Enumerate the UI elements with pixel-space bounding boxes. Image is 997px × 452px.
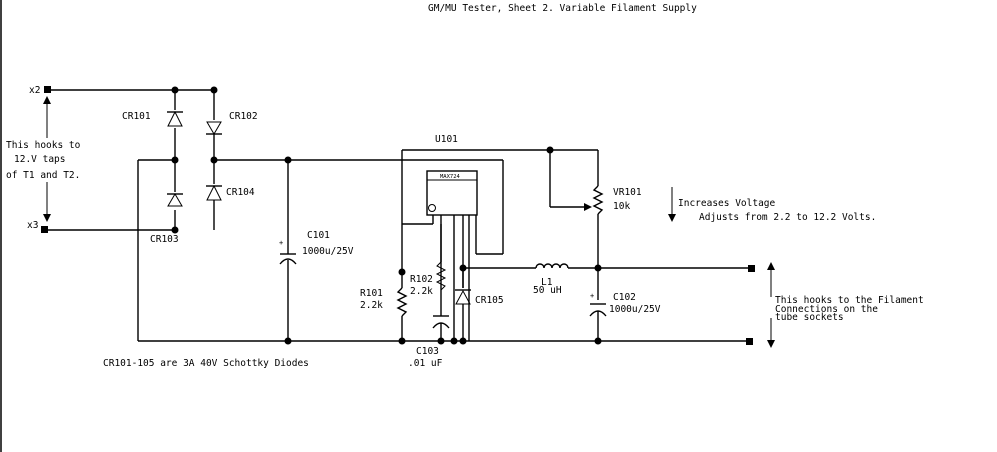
vr101-label: VR101 (613, 187, 642, 198)
diode-cr103 (167, 193, 183, 207)
terminal-x2-label: x2 (29, 85, 40, 96)
capacitor-c102: + (589, 292, 607, 341)
input-note-line-3: of T1 and T2. (6, 170, 80, 181)
vr101-value: 10k (613, 201, 630, 212)
capacitor-c103 (432, 315, 450, 341)
terminal-x2 (44, 86, 51, 93)
svg-text:+: + (590, 292, 594, 300)
diode-cr102 (206, 121, 222, 135)
cr101-label: CR101 (122, 111, 151, 122)
diode-cr101 (167, 110, 183, 127)
cr103-label: CR103 (150, 234, 179, 245)
terminal-x3 (41, 226, 48, 233)
c102-label: C102 (613, 292, 636, 303)
diodes-note: CR101-105 are 3A 40V Schottky Diodes (103, 358, 309, 369)
increases-voltage-label: Increases Voltage (678, 198, 776, 209)
svg-text:+: + (279, 239, 283, 247)
output-note-line-3: tube sockets (775, 312, 844, 323)
r102-value: 2.2k (410, 286, 433, 297)
increase-voltage-arrow (668, 187, 676, 222)
r102-label: R102 (410, 274, 433, 285)
terminal-output-ground (746, 338, 753, 345)
c103-label: C103 (416, 346, 439, 357)
cr102-label: CR102 (229, 111, 258, 122)
c103-value: .01 uF (408, 358, 443, 369)
r101-value: 2.2k (360, 300, 383, 311)
terminal-x3-label: x3 (27, 220, 38, 231)
sheet-title: GM/MU Tester, Sheet 2. Variable Filament… (428, 3, 697, 14)
input-arrow (43, 96, 51, 222)
resistor-r101 (396, 272, 408, 341)
regulator-u101 (401, 149, 598, 341)
resistor-r102 (435, 224, 447, 291)
c101-value: 1000u/25V (302, 246, 354, 257)
r101-label: R101 (360, 288, 383, 299)
c102-value: 1000u/25V (609, 304, 661, 315)
input-note-line-1: This hooks to (6, 140, 81, 151)
junction-dots (171, 86, 602, 345)
l1-value: 50 uH (533, 285, 562, 296)
input-note-line-2: 12.V taps (14, 154, 65, 165)
u101-part-label: MAX724 (440, 174, 461, 180)
potentiometer-vr101 (549, 150, 604, 300)
output-note-line-1: This hooks to the Filament (775, 295, 924, 306)
capacitor-c101: + (279, 160, 297, 341)
u101-label: U101 (435, 134, 458, 145)
output-arrow (767, 262, 775, 348)
adjusts-range-label: Adjusts from 2.2 to 12.2 Volts. (699, 212, 876, 223)
l1-label: L1 (541, 277, 553, 288)
c101-label: C101 (307, 230, 330, 241)
terminal-output-positive (748, 265, 755, 272)
input-wires (48, 89, 214, 231)
inductor-l1 (463, 263, 748, 269)
output-note-line-2: Connections on the (775, 304, 878, 315)
diode-cr105 (455, 268, 471, 341)
diode-cr104 (206, 184, 222, 201)
cr105-label: CR105 (475, 295, 504, 306)
cr104-label: CR104 (226, 187, 255, 198)
